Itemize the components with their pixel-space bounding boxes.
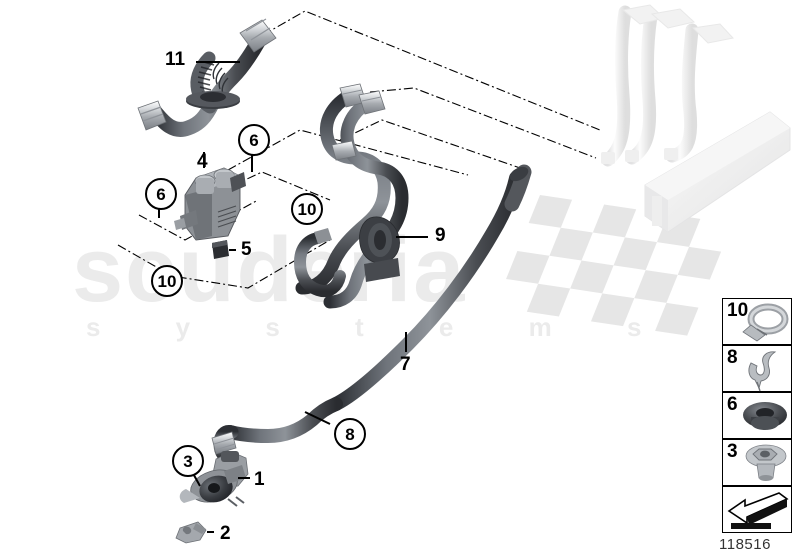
checkered-flag-icon [506, 195, 722, 336]
legend-row-3: 3 [722, 439, 792, 486]
callout-9: 9 [435, 225, 446, 246]
part-5-valve-clip [212, 240, 229, 259]
hex-nut-washer-icon [745, 444, 787, 481]
part-9-heater-hose-pair [293, 83, 409, 309]
callout-1: 1 [254, 469, 265, 490]
part-11-vent-hose [137, 18, 277, 137]
hose-connector-bracket [359, 216, 400, 282]
part-4-water-valve [174, 167, 246, 241]
hose-clamp-icon [742, 303, 789, 342]
rubber-grommet-icon [743, 402, 787, 430]
legend-num-8: 8 [727, 347, 738, 368]
callout-10-upper: 10 [291, 193, 323, 225]
part-7-coolant-hose-long [329, 164, 532, 411]
arrow-direction-icon [727, 492, 789, 529]
legend-num-10: 10 [727, 300, 749, 321]
part-2-pump-retaining-clip [175, 521, 207, 544]
hose-end-collar-upper [239, 18, 277, 53]
legend-row-6: 6 [722, 392, 792, 439]
legend-num-3: 3 [727, 441, 738, 462]
callout-2: 2 [220, 523, 231, 544]
callout-7: 7 [400, 354, 411, 375]
legend-row-8: 8 [722, 345, 792, 392]
callout-5: 5 [241, 239, 252, 260]
callout-10-lower: 10 [151, 265, 183, 297]
part-8-coolant-hose-lower [211, 397, 343, 465]
assembly-leader-lines [117, 10, 601, 289]
hose-collar-group-9 [331, 83, 386, 161]
callout-11: 11 [165, 49, 186, 70]
hose-end-fitting-8 [211, 431, 237, 455]
callout-4: 4 [197, 151, 208, 172]
hose-end-collar-lower [137, 100, 167, 131]
legend-num-6: 6 [727, 394, 738, 415]
heater-core-ghosted [601, 4, 791, 233]
legend-row-arrow [722, 486, 792, 533]
callout-3: 3 [172, 445, 204, 477]
callout-6-upper: 6 [238, 124, 270, 156]
callout-6-left: 6 [145, 178, 177, 210]
legend-row-10: 10 [722, 298, 792, 345]
diagram-id: 118516 [719, 536, 771, 553]
watermark-tagline: s y s t e m s [86, 312, 676, 342]
hose-bracket-clip-icon [748, 351, 777, 392]
callout-8: 8 [334, 418, 366, 450]
